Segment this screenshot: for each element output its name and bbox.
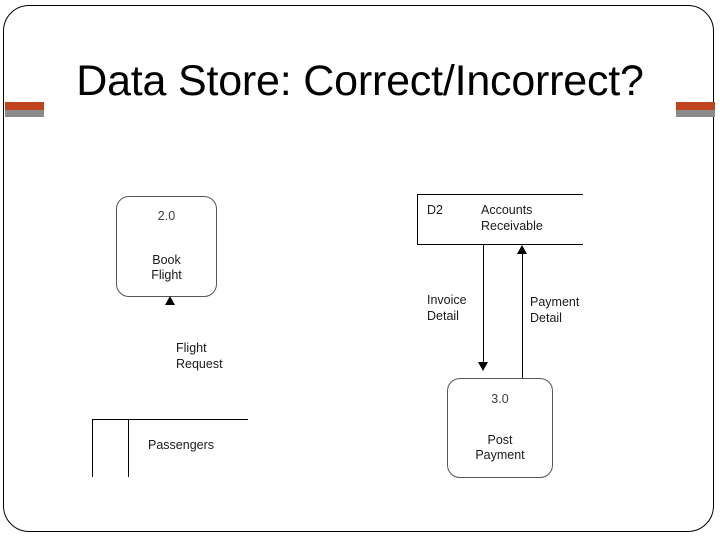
store-id-divider xyxy=(128,419,130,477)
process-label-line1: Post xyxy=(487,433,513,447)
accent-bar-bottom xyxy=(676,110,715,117)
accent-bar-top xyxy=(676,102,715,110)
store-top-line xyxy=(417,194,583,196)
arrow-shaft xyxy=(522,254,524,381)
flow-label-line2: Detail xyxy=(530,311,562,325)
arrow-shaft xyxy=(483,245,485,363)
flow-label-line1: Invoice xyxy=(427,293,467,307)
store-left-edge xyxy=(417,194,419,245)
flow-label-line2: Detail xyxy=(427,309,459,323)
arrow-head-down xyxy=(478,362,488,371)
accent-bar-top xyxy=(5,102,44,110)
process-book-flight[interactable]: 2.0 Book Flight xyxy=(116,196,217,297)
page-title: Data Store: Correct/Incorrect? xyxy=(76,57,644,105)
store-bottom-line xyxy=(417,244,583,246)
accent-bar-bottom xyxy=(5,110,44,117)
store-code: D2 xyxy=(427,203,443,217)
process-number: 2.0 xyxy=(157,209,176,223)
process-post-payment[interactable]: 3.0 Post Payment xyxy=(447,378,553,478)
arrow-head-up xyxy=(517,245,527,254)
process-number: 3.0 xyxy=(491,392,509,406)
store-top-line xyxy=(92,419,248,421)
title-accent-bar-left xyxy=(5,102,44,117)
title-accent-bar-right xyxy=(676,102,715,117)
process-label-line2: Flight xyxy=(151,268,182,282)
flow-label-line1: Flight xyxy=(176,341,207,355)
flow-label-line2: Request xyxy=(176,357,223,371)
flight-request-arrowhead xyxy=(165,296,175,305)
process-label-line2: Payment xyxy=(475,448,525,462)
flow-label-line1: Payment xyxy=(530,295,580,309)
store-name: Passengers xyxy=(148,438,215,452)
store-name-line1: Accounts xyxy=(481,203,533,217)
store-left-edge xyxy=(92,419,94,477)
store-name-line2: Receivable xyxy=(481,219,543,233)
process-label-line1: Book xyxy=(152,253,181,267)
